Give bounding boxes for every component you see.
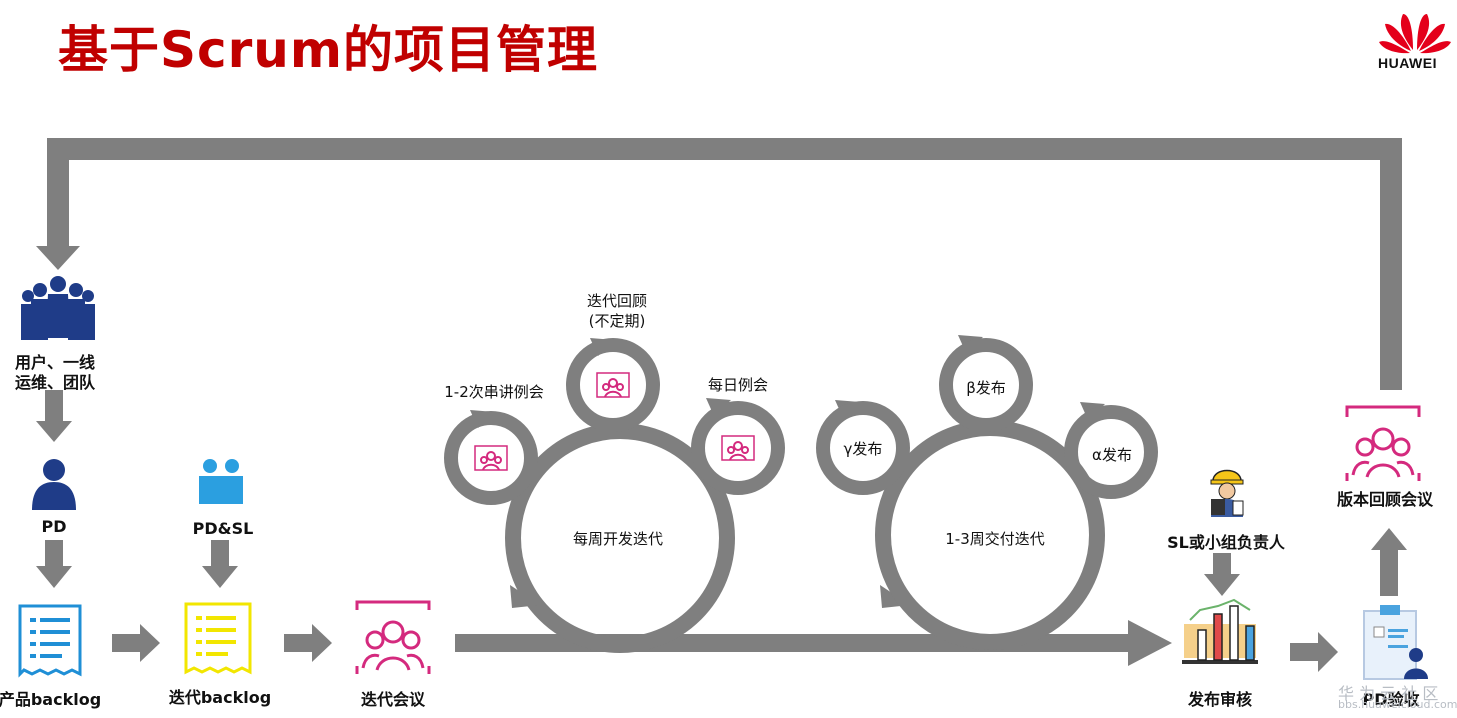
weekly-small-2-line1: 迭代回顾 — [586, 292, 648, 310]
watermark-text: 华 为 云 社 区 — [1338, 684, 1439, 703]
document-list-icon — [18, 604, 82, 678]
flow-arrow-acceptance-retro — [1371, 528, 1407, 596]
delivery-small-2-label: β发布 — [966, 379, 1006, 397]
version-retro-label: 版本回顾会议 — [1336, 490, 1434, 509]
meeting-icon — [474, 445, 508, 471]
product-backlog-label: 产品backlog — [0, 690, 102, 709]
weekly-small-2-line2: (不定期) — [588, 312, 646, 330]
delivery-small-3-label: α发布 — [1092, 446, 1132, 464]
users-label-line1: 用户、一线 — [14, 353, 96, 372]
delivery-cycle-center: 1-3周交付迭代 — [945, 530, 1045, 548]
flow-arrow-users-pd — [36, 390, 72, 442]
group-people-icon — [21, 276, 95, 340]
page-title: 基于Scrum的项目管理 — [58, 21, 599, 79]
meeting-icon — [1345, 405, 1421, 481]
pd-label: PD — [41, 517, 67, 536]
users-label-line2: 运维、团队 — [14, 373, 96, 392]
flow-arrow-lead-review — [1204, 553, 1240, 596]
pd-acceptance-label: PD验收 — [1362, 690, 1420, 709]
sl-lead-label: SL或小组负责人 — [1167, 533, 1285, 552]
meeting-icon — [355, 600, 431, 674]
feedback-loop-arrow — [36, 138, 1402, 390]
flow-arrow-sprint-meeting — [284, 624, 332, 662]
flow-arrow-pdsl-backlog — [202, 540, 238, 588]
two-people-icon — [199, 459, 243, 504]
person-icon — [32, 459, 76, 510]
release-review-label: 发布审核 — [1187, 690, 1253, 709]
pdsl-label: PD&SL — [192, 519, 254, 538]
weekly-cycle-center: 每周开发迭代 — [572, 530, 664, 548]
watermark-url: bbs.huaweicloud.com — [1338, 698, 1457, 711]
flow-arrow-pd-backlog — [36, 540, 72, 588]
weekly-small-3-label: 每日例会 — [707, 376, 769, 394]
engineer-icon — [1210, 469, 1244, 517]
main-flow-arrow — [455, 620, 1172, 666]
brand-name: HUAWEI — [1378, 55, 1437, 71]
sprint-backlog-label: 迭代backlog — [168, 688, 272, 707]
delivery-small-1-label: γ发布 — [843, 440, 883, 458]
huawei-logo-icon — [1379, 14, 1451, 54]
meeting-icon — [721, 435, 755, 461]
cycle-arrowheads — [470, 335, 1105, 608]
flow-arrow-backlog-sprint — [112, 624, 160, 662]
bar-chart-icon — [1182, 598, 1258, 664]
meeting-icon — [596, 372, 630, 398]
flow-arrow-review-acceptance — [1290, 632, 1338, 672]
document-list-icon — [184, 602, 252, 675]
clipboard-icon — [1363, 605, 1428, 680]
weekly-small-1-label: 1-2次串讲例会 — [444, 383, 544, 401]
sprint-meeting-label: 迭代会议 — [360, 690, 426, 709]
